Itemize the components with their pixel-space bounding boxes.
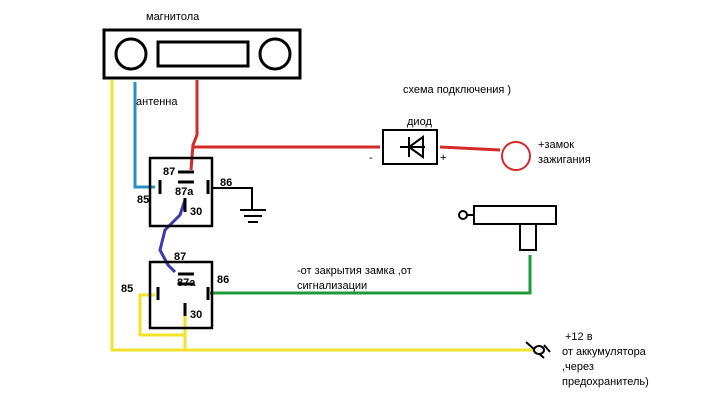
ground-symbol <box>212 187 266 223</box>
relay-top <box>148 156 214 228</box>
diode-plus-label: + <box>440 152 446 164</box>
relay-bottom-pin-85: 85 <box>121 283 133 295</box>
battery-connector <box>525 341 551 359</box>
battery-label-4: предохранитель) <box>562 376 649 388</box>
relay-bottom-pin-87: 87 <box>174 251 186 263</box>
lock-actuator <box>458 205 557 251</box>
head-unit-knob-right <box>258 37 292 71</box>
ignition-label-2: зажигания <box>538 154 591 166</box>
ignition-terminal <box>501 141 531 171</box>
blue-antenna-wire <box>133 82 155 189</box>
lock-signal-label-1: -от закрытия замка ,от <box>297 265 412 277</box>
yellow-power-wire <box>110 80 535 352</box>
head-unit-label: магнитола <box>146 11 200 23</box>
antenna-label: антенна <box>136 96 178 108</box>
battery-label-3: ,через <box>562 361 594 373</box>
relay-top-pin-85: 85 <box>137 194 149 206</box>
relay-bottom-pin-30: 30 <box>190 309 202 321</box>
head-unit-display <box>156 40 250 68</box>
ignition-label-1: +замок <box>538 139 574 151</box>
diode-label: диод <box>407 116 432 128</box>
purple-link-wire <box>158 199 187 274</box>
green-signal-wire <box>210 255 532 295</box>
relay-top-pin-86: 86 <box>220 177 232 189</box>
relay-bottom <box>148 260 214 330</box>
head-unit <box>102 28 302 80</box>
diode-minus-label: - <box>369 152 373 164</box>
lock-signal-label-2: сигнализации <box>297 280 367 292</box>
relay-bottom-pin-87a: 87a <box>177 277 196 289</box>
battery-label-1: +12 в <box>565 331 593 343</box>
battery-label-2: от аккумулятора <box>562 346 647 358</box>
relay-bottom-pin-86: 86 <box>217 274 229 286</box>
head-unit-knob-left <box>114 37 148 71</box>
diode <box>382 129 438 165</box>
relay-top-pin-87a: 87a <box>175 186 194 198</box>
relay-top-pin-30: 30 <box>190 206 202 218</box>
relay-top-pin-87: 87 <box>163 166 175 178</box>
scheme-label: схема подключения ) <box>403 84 511 96</box>
